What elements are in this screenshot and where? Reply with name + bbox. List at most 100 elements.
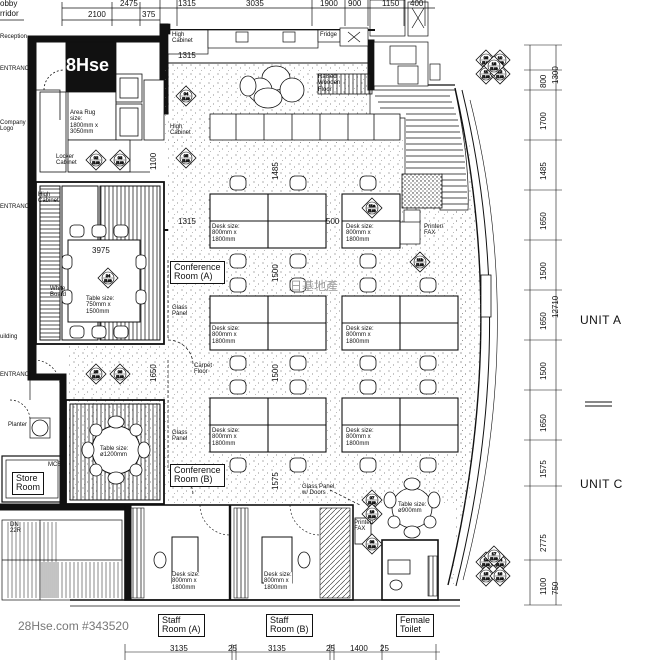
top-dim-3: 375 bbox=[142, 10, 156, 19]
office-chair bbox=[359, 277, 377, 293]
note-carpet-floor: Carpet Floor bbox=[194, 363, 213, 376]
office-chair bbox=[229, 355, 247, 371]
stair-core bbox=[1, 359, 123, 601]
note-fridge: Fridge bbox=[320, 32, 338, 38]
office-chair bbox=[289, 355, 307, 371]
right-dim: 1650 bbox=[539, 414, 548, 432]
desk-label: Desk size: 800mm x 1800mm bbox=[264, 572, 292, 591]
right-dim: 1500 bbox=[539, 262, 548, 280]
right-dim: 1650 bbox=[539, 212, 548, 230]
right-dim: 1300 bbox=[551, 66, 560, 84]
office-chair bbox=[359, 379, 377, 395]
conference-room-a bbox=[35, 181, 168, 345]
elevation-tag-number: 15 bbox=[484, 571, 489, 576]
right-dim: 1575 bbox=[539, 460, 548, 478]
elevation-tag-sheet: EL09 bbox=[368, 515, 376, 519]
office-chair bbox=[229, 379, 247, 395]
round-table-lounge bbox=[383, 477, 441, 539]
staff-room-a-label: Staff Room (A) bbox=[158, 614, 205, 637]
elevation-tag-sheet: EL09 bbox=[490, 67, 498, 71]
plan-dim: 500 bbox=[326, 217, 340, 226]
bottom-dim: 25 bbox=[326, 644, 335, 653]
corridor-label: rridor bbox=[0, 9, 19, 18]
elevation-tag-sheet: EL09 bbox=[182, 97, 190, 101]
elevation-tag-sheet: EL09 bbox=[368, 501, 376, 505]
elevation-tag-sheet: EL09 bbox=[496, 577, 504, 581]
elevation-tag-number: 06 bbox=[118, 369, 123, 374]
elevation-tag-number: 25 bbox=[94, 369, 99, 374]
plan-dim: 1315 bbox=[178, 217, 196, 226]
office-chair bbox=[419, 355, 437, 371]
note-high-cabinet-left: High Cabinet bbox=[38, 192, 59, 205]
office-chair bbox=[359, 355, 377, 371]
elevation-tag-sheet: EL09 bbox=[182, 159, 190, 163]
note-table-round: Table size: ø900mm bbox=[398, 502, 427, 515]
top-dim-2: 2100 bbox=[88, 10, 106, 19]
office-chair bbox=[359, 457, 377, 473]
storage-row bbox=[209, 113, 401, 141]
elevation-tag-sheet: EL09 bbox=[496, 75, 504, 79]
note-white-board: White Board bbox=[50, 286, 67, 299]
note-printer-fax-1: Printer/ FAX bbox=[424, 224, 444, 237]
office-chair bbox=[289, 457, 307, 473]
elevation-tag-number: 02 bbox=[94, 155, 99, 160]
glass-panels bbox=[167, 260, 361, 506]
plan-dim: 1315 bbox=[178, 51, 196, 60]
elevation-tag-number: 08 bbox=[370, 539, 375, 544]
elevation-tag-group: 02EL0903EL0904EL0905EL0911aEL0911bEL0924… bbox=[85, 49, 511, 587]
plan-dim: 1500 bbox=[271, 364, 280, 382]
note-wooden-floor: Raised Wooden Floor bbox=[318, 74, 341, 93]
elevation-tag-number: 19 bbox=[370, 509, 375, 514]
right-dimension-lines bbox=[524, 44, 612, 606]
bottom-dim: 3135 bbox=[170, 644, 188, 653]
office-chair bbox=[289, 277, 307, 293]
elevation-tag-sheet: EL09 bbox=[482, 61, 490, 65]
elevation-tag: 15 EL09 bbox=[475, 565, 497, 587]
right-dim-total: 12710 bbox=[551, 295, 560, 318]
elevation-tag-number: 10 bbox=[498, 55, 503, 60]
lobby-label: obby bbox=[0, 0, 18, 8]
elevation-tag-sheet: EL09 bbox=[368, 545, 376, 549]
right-dim: 1700 bbox=[539, 112, 548, 130]
elevation-tag-number: 09 bbox=[484, 55, 489, 60]
desk-label: Desk size: 800mm x 1800mm bbox=[212, 428, 240, 447]
office-chair bbox=[289, 175, 307, 191]
desk-label: Desk size: 800mm x 1800mm bbox=[346, 326, 374, 345]
right-dim: 1485 bbox=[539, 162, 548, 180]
desk-label: Desk size: 800mm x 1800mm bbox=[212, 326, 240, 345]
desk-label: Desk size: 800mm x 1800mm bbox=[172, 572, 200, 591]
plan-dim: 1575 bbox=[271, 472, 280, 490]
elevation-tag-sheet: EL09 bbox=[482, 75, 490, 79]
elevation-tag-sheet: EL09 bbox=[92, 375, 100, 379]
elevation-tag-number: 13 bbox=[484, 557, 489, 562]
elevation-tag-number: 04 bbox=[184, 91, 189, 96]
plan-dim: 3975 bbox=[92, 246, 110, 255]
elevation-tag-sheet: EL09 bbox=[416, 263, 424, 267]
elevation-tag-number: 11b bbox=[417, 257, 424, 262]
elevation-tag-sheet: EL09 bbox=[482, 563, 490, 567]
note-locker-cabinet: Locker Cabinet bbox=[56, 154, 77, 167]
elevation-tag-sheet: EL09 bbox=[104, 279, 112, 283]
unit-a-label: UNIT A bbox=[580, 313, 622, 327]
desk-label: Desk size: 800mm x 1800mm bbox=[212, 224, 240, 243]
right-dim: 2775 bbox=[539, 534, 548, 552]
top-dim-1: 2475 bbox=[120, 0, 138, 8]
office-chair bbox=[359, 175, 377, 191]
note-dn: DN 22R bbox=[10, 522, 22, 535]
top-dim-7: 900 bbox=[348, 0, 362, 8]
staff-room-b-label: Staff Room (B) bbox=[266, 614, 313, 637]
bottom-dimension-lines bbox=[124, 644, 440, 660]
office-chair bbox=[229, 457, 247, 473]
store-room-label: Store Room bbox=[12, 472, 45, 495]
right-dim: 800 bbox=[539, 74, 548, 88]
